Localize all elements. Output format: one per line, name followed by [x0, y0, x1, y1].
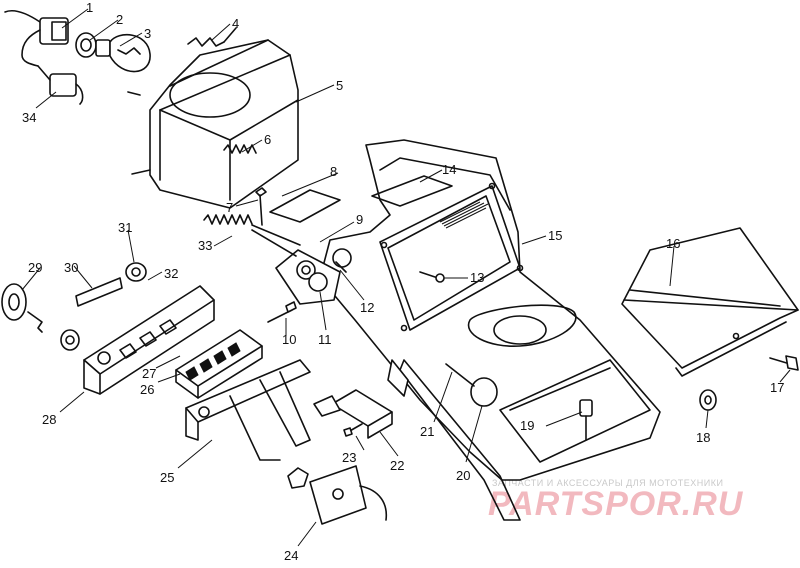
callout-34: 34 — [22, 110, 36, 125]
callout-28: 28 — [42, 412, 56, 427]
callout-1: 1 — [86, 0, 93, 15]
callout-16: 16 — [666, 236, 680, 251]
callout-21: 21 — [420, 424, 434, 439]
callout-3: 3 — [144, 26, 151, 41]
part-headlight-bulb — [95, 34, 151, 73]
callout-26: 26 — [140, 382, 154, 397]
callout-13: 13 — [470, 270, 484, 285]
part-switch-cluster — [175, 329, 263, 399]
callout-33: 33 — [198, 238, 212, 253]
callout-2: 2 — [116, 12, 123, 27]
callout-17: 17 — [770, 380, 784, 395]
callout-15: 15 — [548, 228, 562, 243]
callout-32: 32 — [164, 266, 178, 281]
part-connector-plug — [4, 9, 69, 67]
callout-7: 7 — [226, 200, 233, 215]
callout-12: 12 — [360, 300, 374, 315]
part-lock-cylinder — [60, 329, 80, 351]
part-spring-6 — [223, 144, 257, 154]
callout-14: 14 — [442, 162, 456, 177]
part-clip-19 — [579, 399, 593, 441]
callout-20: 20 — [456, 468, 470, 483]
callout-8: 8 — [330, 164, 337, 179]
part-grommet-20 — [470, 377, 498, 407]
part-label-30 — [75, 277, 123, 307]
callout-10: 10 — [282, 332, 296, 347]
part-washer-18 — [699, 389, 717, 411]
watermark: ЗАПЧАСТИ И АКСЕССУАРЫ ДЛЯ МОТОТЕХНИКИ PA… — [488, 478, 744, 523]
part-nut-31 — [125, 262, 147, 282]
part-wire-connector — [37, 65, 84, 105]
part-headlight-housing — [127, 39, 299, 209]
part-spring-33 — [203, 214, 301, 246]
part-decal-8 — [269, 189, 341, 223]
callout-19: 19 — [520, 418, 534, 433]
part-switch-plate — [251, 229, 352, 305]
part-panel-16 — [621, 227, 799, 377]
watermark-brand: PARTSPOR.RU — [488, 485, 744, 523]
callout-6: 6 — [264, 132, 271, 147]
callout-11: 11 — [318, 332, 332, 347]
part-bulb-socket — [75, 32, 97, 58]
leader-lines — [21, 8, 791, 547]
callout-5: 5 — [336, 78, 343, 93]
part-screw-7 — [255, 187, 267, 226]
part-screw-23 — [343, 423, 363, 437]
part-bolt-17 — [769, 355, 799, 371]
part-decal-14 — [371, 175, 453, 207]
callout-27: 27 — [142, 366, 156, 381]
callout-23: 23 — [342, 450, 356, 465]
watermark-tagline: ЗАПЧАСТИ И АКСЕССУАРЫ ДЛЯ МОТОТЕХНИКИ — [492, 478, 723, 488]
callout-22: 22 — [390, 458, 404, 473]
part-spring-clip — [187, 27, 237, 47]
callout-30: 30 — [64, 260, 78, 275]
callout-4: 4 — [232, 16, 239, 31]
part-bracket-25 — [185, 359, 311, 461]
callout-9: 9 — [356, 212, 363, 227]
callout-24: 24 — [284, 548, 298, 563]
callout-labels: 1 2 3 4 5 6 7 8 9 10 11 12 13 14 15 16 1… — [22, 0, 784, 563]
part-switch-22 — [313, 389, 393, 439]
part-dash-console — [319, 139, 661, 521]
part-screw-10 — [267, 301, 297, 323]
part-screw-21 — [445, 363, 475, 387]
callout-31: 31 — [118, 220, 132, 235]
part-socket-24 — [287, 465, 388, 525]
part-key-lock — [1, 283, 43, 333]
part-switch-bezel — [83, 285, 215, 395]
callout-29: 29 — [28, 260, 42, 275]
callout-18: 18 — [696, 430, 710, 445]
callout-25: 25 — [160, 470, 174, 485]
